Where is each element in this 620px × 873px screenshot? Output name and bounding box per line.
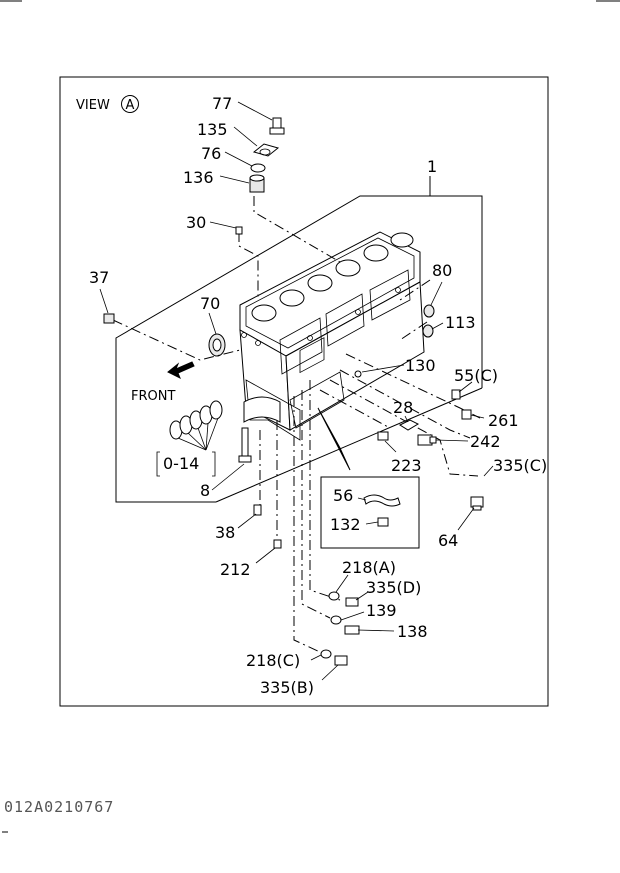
plug-113: [422, 324, 434, 338]
callout-80: 80: [432, 261, 452, 280]
bolt-335b: [334, 655, 348, 666]
callout-38: 38: [215, 523, 235, 542]
leader-37: [99, 288, 109, 314]
plug-30: [235, 226, 243, 235]
callout-135: 135: [197, 120, 228, 139]
callout-136: 136: [183, 168, 214, 187]
callout-218c: 218(C): [246, 651, 300, 670]
bracket-label: 0-14: [163, 454, 199, 473]
callout-212: 212: [220, 560, 251, 579]
callout-223: 223: [391, 456, 422, 475]
plug-212: [273, 539, 282, 549]
leader-335c: [483, 465, 494, 477]
leader-70: [208, 312, 217, 335]
callout-242: 242: [470, 432, 501, 451]
top-parts-stack: [249, 117, 285, 193]
leader-76: [224, 151, 253, 167]
cylinder-block-drawing: [208, 231, 425, 441]
front-arrow: [167, 361, 195, 380]
callout-30: 30: [186, 213, 206, 232]
washer-218a: [328, 591, 340, 601]
callout-1: 1: [427, 157, 437, 176]
leader-38: [237, 513, 257, 529]
fitting-130: [354, 370, 362, 378]
thrust-washers: [169, 400, 223, 451]
leader-261: [470, 414, 485, 419]
leader-77: [237, 101, 273, 121]
callout-55c: 55(C): [454, 366, 498, 385]
leader-242: [435, 439, 469, 442]
leader-64: [457, 507, 475, 531]
bracket-right: [212, 451, 216, 477]
washer-218c: [320, 649, 332, 659]
callout-70: 70: [200, 294, 220, 313]
callout-28: 28: [393, 398, 413, 417]
callout-218a: 218(A): [342, 558, 396, 577]
plug-37: [103, 313, 115, 324]
detail-box: [320, 476, 420, 549]
callout-335d: 335(D): [366, 578, 421, 597]
callout-37: 37: [89, 268, 109, 287]
detail-arrow: [317, 407, 351, 471]
plug-38: [253, 504, 262, 516]
leader-218a: [335, 574, 349, 593]
part-56: [363, 494, 401, 507]
bracket-left: [156, 451, 160, 477]
block-bracket: [115, 176, 483, 503]
leader-136: [219, 175, 250, 184]
view-letter: A: [126, 98, 135, 113]
leader-335b: [321, 664, 339, 681]
callout-64: 64: [438, 531, 458, 550]
callout-138: 138: [397, 622, 428, 641]
plug-55c: [451, 389, 461, 400]
leader-139: [340, 611, 365, 621]
leader-218c: [310, 654, 322, 661]
plug-261: [461, 409, 472, 420]
leader-56: [357, 497, 367, 501]
front-label: FRONT: [131, 389, 175, 404]
callout-77: 77: [212, 94, 232, 113]
bolt-64: [470, 496, 484, 511]
bolt-335d: [345, 597, 359, 607]
part-132: [377, 517, 389, 527]
guide-lines: [112, 196, 481, 653]
callout-261: 261: [488, 411, 519, 430]
diagram-frame: [59, 76, 549, 707]
leader-28: [404, 415, 409, 423]
bolt-138: [344, 625, 360, 635]
callout-335b: 335(B): [260, 678, 314, 697]
leader-8: [211, 463, 245, 491]
plug-80: [423, 304, 435, 318]
leader-30: [209, 221, 237, 229]
callout-8: 8: [200, 481, 210, 500]
leader-130: [361, 364, 405, 373]
view-letter-circle: [121, 95, 139, 113]
callout-labels: 77 135 76 136 1 30 37 70 80 113 130 55(C…: [89, 94, 547, 697]
part-28: [398, 419, 420, 431]
leader-55c: [458, 381, 473, 393]
bolt-242: [417, 434, 437, 446]
callout-56: 56: [333, 486, 353, 505]
image-code: 012A0210767: [4, 798, 114, 816]
leader-132: [365, 521, 379, 525]
callout-132: 132: [330, 515, 361, 534]
leader-212: [255, 547, 276, 564]
leader-135: [233, 126, 258, 147]
callout-76: 76: [201, 144, 221, 163]
leader-80: [430, 281, 443, 306]
leader-113: [431, 322, 444, 330]
callout-113: 113: [445, 313, 476, 332]
callout-335c: 335(C): [493, 456, 547, 475]
callout-130: 130: [405, 356, 436, 375]
bolt-223: [377, 431, 389, 441]
washer-139: [330, 615, 342, 625]
main-cap-bolt: [238, 427, 252, 463]
leader-223: [384, 440, 397, 453]
view-label: VIEW: [76, 98, 110, 113]
leader-335d: [355, 591, 369, 601]
callout-139: 139: [366, 601, 397, 620]
leader-138: [357, 629, 395, 632]
